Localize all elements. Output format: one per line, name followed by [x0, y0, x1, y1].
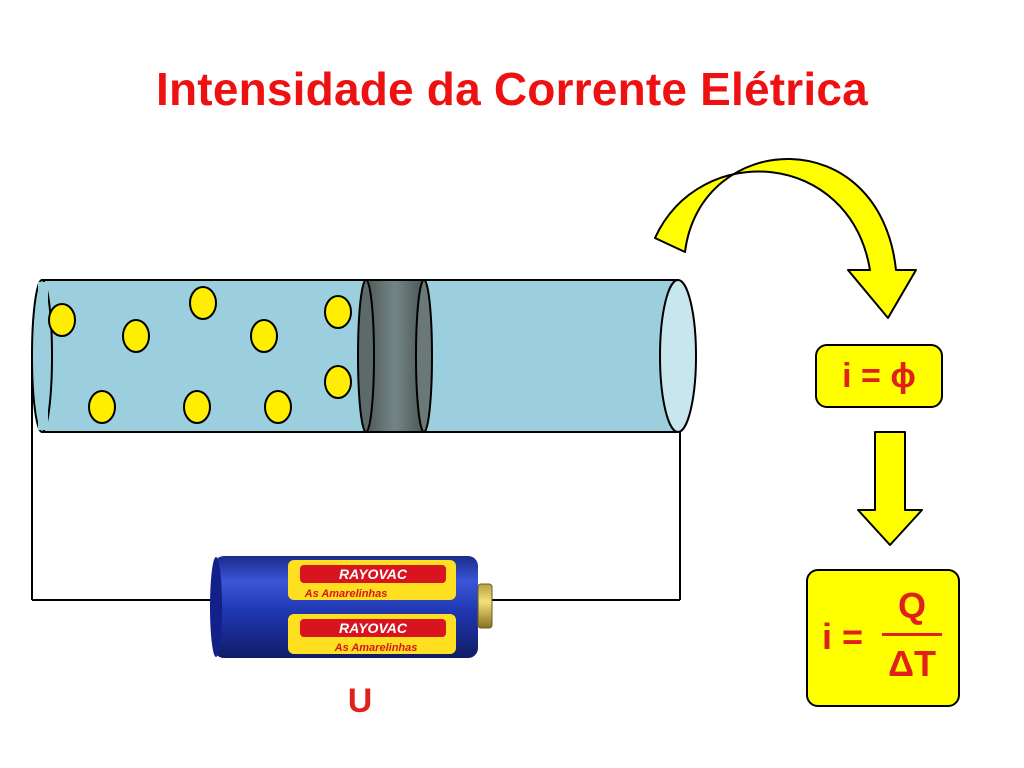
battery-slogan-bottom: As Amarelinhas — [334, 642, 418, 654]
rate-formula-lhs: i = — [822, 616, 864, 657]
flux-formula: i = ϕ — [842, 356, 916, 395]
cross-section-ring — [357, 279, 433, 433]
battery-slogan-top: As Amarelinhas — [304, 588, 388, 600]
curved-arrow — [654, 158, 917, 319]
rate-formula-box: i = Q ΔT — [806, 569, 960, 707]
charge-particle — [189, 286, 217, 320]
battery: RAYOVAC As Amarelinhas RAYOVAC As Amarel… — [210, 556, 493, 658]
battery-brand-bottom: RAYOVAC — [339, 620, 408, 636]
charge-particle — [250, 319, 278, 353]
charge-particles — [48, 286, 352, 424]
fraction-bar — [882, 633, 942, 636]
charge-particle — [183, 390, 211, 424]
flux-formula-box: i = ϕ — [815, 344, 943, 408]
rate-formula-denominator: ΔT — [888, 643, 936, 684]
circuit-wire — [31, 358, 681, 601]
rate-formula-numerator: Q — [897, 585, 926, 626]
charge-particle — [324, 365, 352, 399]
charge-particle — [48, 303, 76, 337]
page-title: Intensidade da Corrente Elétrica — [156, 63, 868, 115]
battery-brand-top: RAYOVAC — [339, 566, 408, 582]
charge-particle — [88, 390, 116, 424]
charge-particle — [324, 295, 352, 329]
charge-particle — [264, 390, 292, 424]
down-arrow — [857, 431, 923, 546]
charge-particle — [122, 319, 150, 353]
voltage-label: U — [347, 682, 373, 720]
